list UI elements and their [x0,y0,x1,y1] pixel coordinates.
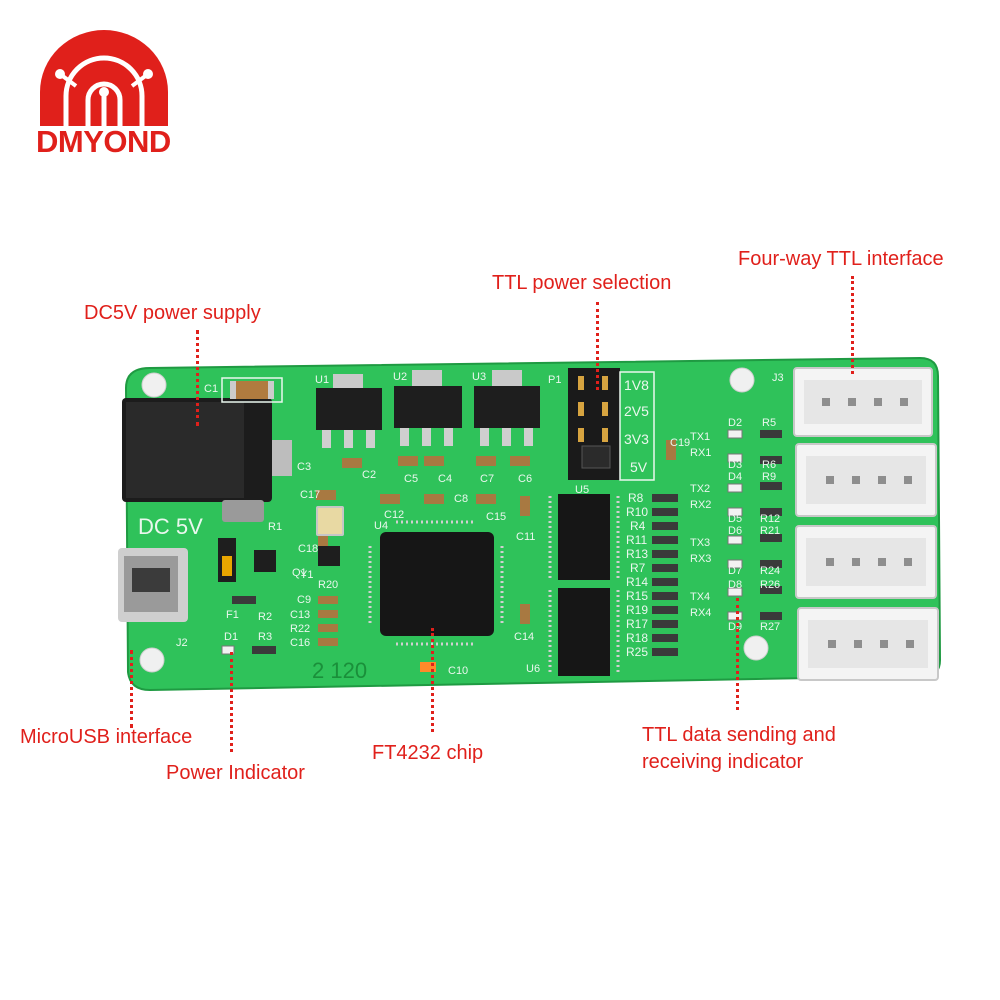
svg-text:R19: R19 [626,603,648,617]
svg-text:C14: C14 [514,631,534,643]
svg-text:R7: R7 [630,561,646,575]
svg-text:C5: C5 [404,473,418,485]
label-power-indicator: Power Indicator [166,762,305,784]
svg-text:D1: D1 [224,631,238,643]
svg-text:U5: U5 [575,484,589,496]
svg-text:R2: R2 [258,611,272,623]
svg-text:R18: R18 [626,631,648,645]
label-ttl-indicator: TTL data sending and receiving indicator [642,722,836,776]
svg-text:D8: D8 [728,579,742,591]
svg-text:R21: R21 [760,525,780,537]
brand-logo-icon [40,30,168,126]
svg-text:U6: U6 [526,663,540,675]
svg-text:RX3: RX3 [690,553,711,565]
svg-text:R10: R10 [626,505,648,519]
svg-text:R5: R5 [762,417,776,429]
svg-text:R3: R3 [258,631,272,643]
label-ttl-indicator-line1: TTL data sending and [642,724,836,746]
brand-name: DMYOND [36,124,171,159]
label-ft4232-chip: FT4232 chip [372,742,484,764]
svg-text:C7: C7 [480,473,494,485]
svg-text:C9: C9 [297,594,311,606]
svg-text:D3: D3 [728,459,742,471]
svg-text:TX4: TX4 [690,591,710,603]
svg-text:R26: R26 [760,579,780,591]
svg-text:U4: U4 [374,520,388,532]
svg-text:D7: D7 [728,565,742,577]
svg-text:C8: C8 [454,493,468,505]
leader-power-indicator [230,652,233,752]
svg-text:D4: D4 [728,471,742,483]
svg-text:C16: C16 [290,637,310,649]
svg-text:C2: C2 [362,469,376,481]
svg-text:U1: U1 [315,374,329,386]
label-four-way-ttl-interface: Four-way TTL interface [738,248,944,270]
leader-microusb [130,650,133,728]
svg-text:RX1: RX1 [690,447,711,459]
svg-text:Y1: Y1 [300,569,313,581]
svg-text:P1: P1 [548,374,561,386]
leader-dc-power [196,330,199,426]
svg-text:J2: J2 [176,637,188,649]
svg-text:R27: R27 [760,621,780,633]
svg-text:C3: C3 [297,461,311,473]
label-microusb-interface: MicroUSB interface [20,726,193,748]
svg-text:C18: C18 [298,543,318,555]
svg-text:R17: R17 [626,617,648,631]
svg-text:C11: C11 [516,531,535,543]
leader-chip [431,628,434,732]
svg-text:C10: C10 [448,665,468,677]
svg-text:2V5: 2V5 [624,403,649,419]
svg-text:3V3: 3V3 [624,431,649,447]
svg-text:R1: R1 [268,521,282,533]
svg-text:Q1: Q1 [292,567,307,579]
svg-text:DC 5V: DC 5V [138,514,203,539]
svg-text:RX4: RX4 [690,607,711,619]
svg-text:R14: R14 [626,575,648,589]
svg-text:TX2: TX2 [690,483,710,495]
svg-text:R4: R4 [630,519,646,533]
leader-ttl-power [596,302,599,390]
svg-text:1V8: 1V8 [624,377,649,393]
svg-text:R9: R9 [762,471,776,483]
svg-text:C1: C1 [204,383,218,395]
svg-text:RX2: RX2 [690,499,711,511]
svg-text:R8: R8 [628,491,644,505]
leader-ttl-indicator [736,598,739,710]
svg-text:TX3: TX3 [690,537,710,549]
svg-text:R22: R22 [290,623,310,635]
svg-text:U2: U2 [393,371,407,383]
svg-text:R15: R15 [626,589,648,603]
svg-text:C19: C19 [670,437,690,449]
svg-text:C6: C6 [518,473,532,485]
svg-text:D5: D5 [728,513,742,525]
svg-text:C13: C13 [290,609,310,621]
svg-text:R25: R25 [626,645,648,659]
label-ttl-power-selection: TTL power selection [492,272,672,294]
leader-ttl-interface [851,276,854,374]
svg-text:5V: 5V [630,459,648,475]
svg-text:R6: R6 [762,459,776,471]
svg-text:J3: J3 [772,372,784,384]
svg-text:2 120: 2 120 [312,658,367,683]
svg-text:R11: R11 [626,533,647,547]
svg-text:C12: C12 [384,509,404,521]
svg-text:C4: C4 [438,473,452,485]
svg-text:TX1: TX1 [690,431,710,443]
svg-text:D2: D2 [728,417,742,429]
svg-text:R24: R24 [760,565,780,577]
svg-text:R13: R13 [626,547,648,561]
svg-text:C15: C15 [486,511,506,523]
svg-text:U3: U3 [472,371,486,383]
svg-text:R12: R12 [760,513,780,525]
svg-text:C17: C17 [300,489,320,501]
label-ttl-indicator-line2: receiving indicator [642,751,804,773]
svg-text:R20: R20 [318,579,338,591]
svg-text:D6: D6 [728,525,742,537]
label-dc-power-supply: DC5V power supply [84,302,261,324]
svg-text:F1: F1 [226,609,239,621]
